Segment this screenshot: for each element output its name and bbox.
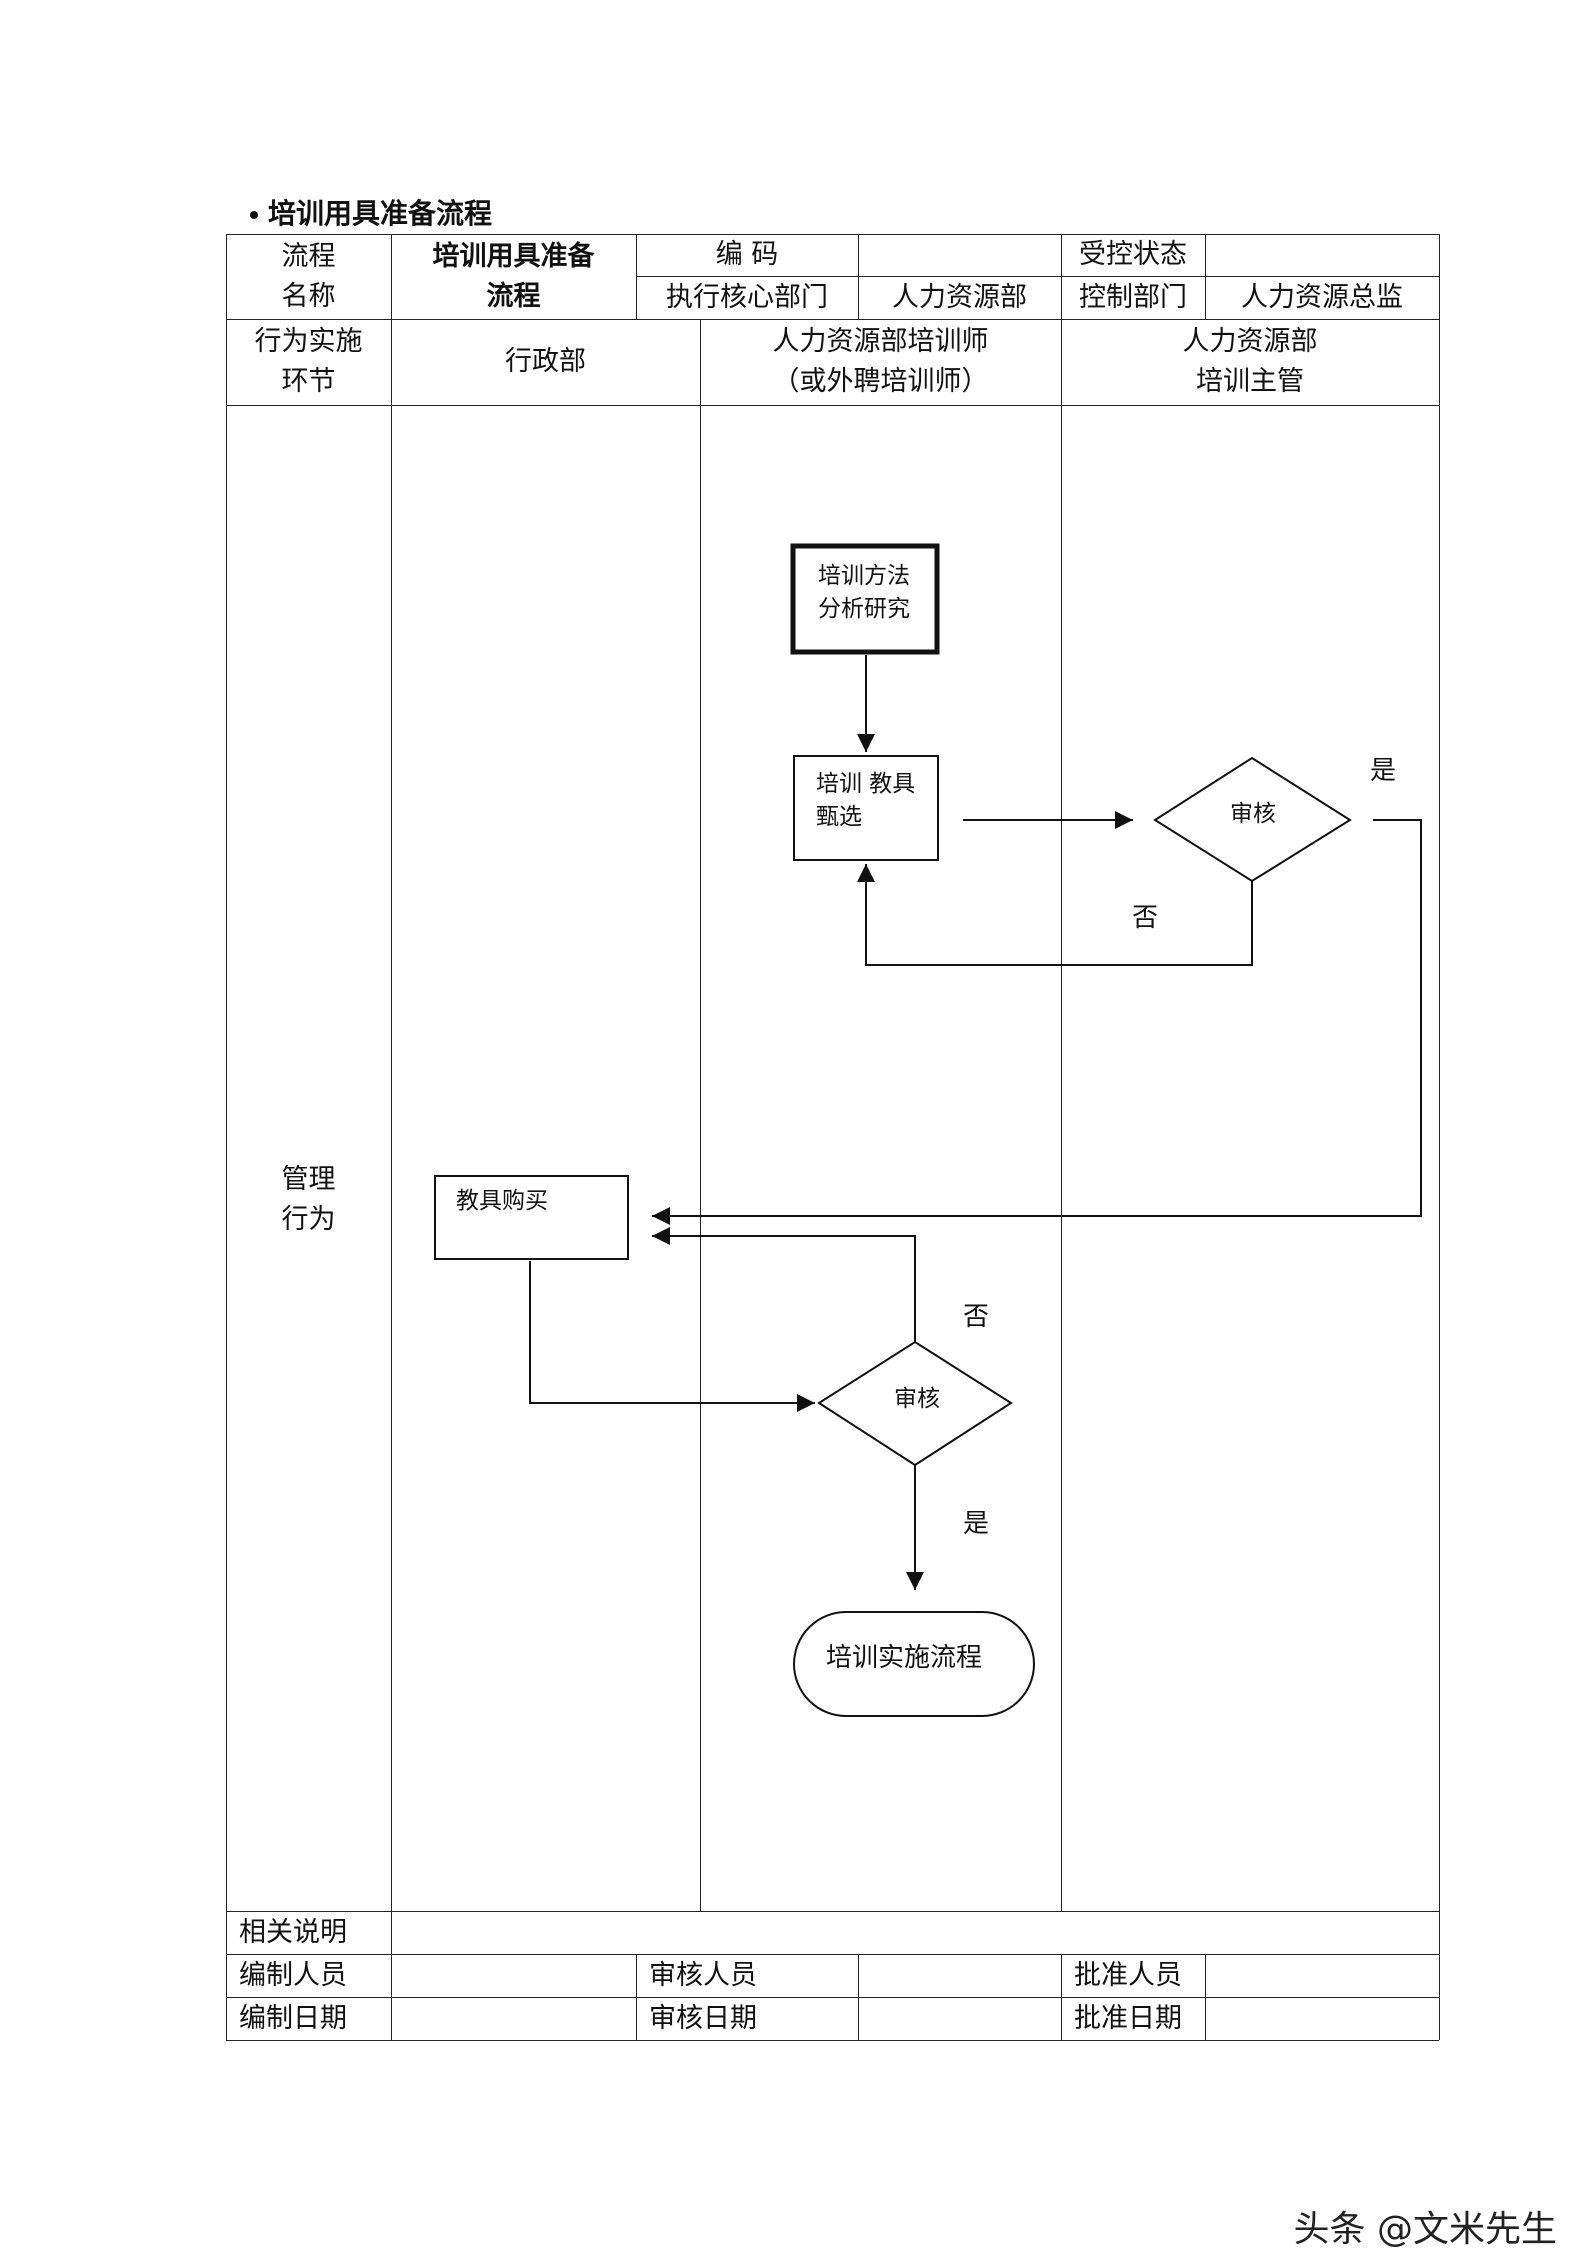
watermark: 头条 @文米先生	[1293, 2209, 1557, 2250]
yes-label-2: 是	[963, 1509, 990, 1539]
approved-by-value[interactable]	[1205, 1954, 1439, 1997]
prepared-date-value[interactable]	[391, 1997, 636, 2040]
page-title: 培训用具准备流程	[250, 192, 492, 232]
exec-dept-label: 执行核心部门	[666, 281, 828, 313]
arrow-review2-no-back	[652, 1227, 916, 1342]
review2-label: 审核	[894, 1386, 940, 1412]
control-dept-value: 人力资源总监	[1241, 281, 1403, 313]
controlled-status-label: 受控状态	[1079, 239, 1187, 270]
exec-dept-value: 人力资源部	[892, 281, 1027, 313]
bullet-icon	[250, 211, 258, 219]
select-node-label: 培训 教具 甄选	[816, 771, 916, 830]
arrow-review-yes-purchase	[652, 819, 1422, 1225]
arrow-purchase-to-review	[529, 1261, 815, 1412]
purchase-node-label: 教具购买	[456, 1188, 548, 1214]
lane-supervisor: 人力资源部 培训主管	[1182, 326, 1318, 397]
control-dept-label: 控制部门	[1079, 281, 1187, 313]
page-title-text: 培训用具准备流程	[268, 197, 493, 230]
start-node[interactable]	[790, 543, 940, 655]
approved-date-label: 批准日期	[1074, 2002, 1182, 2034]
select-node[interactable]	[793, 755, 939, 861]
no-label-1: 否	[1132, 903, 1159, 933]
reviewed-date-value[interactable]	[858, 1997, 1061, 2040]
prepared-date-label: 编制日期	[239, 2002, 347, 2034]
lane-trainer: 人力资源部培训师 （或外聘培训师）	[772, 326, 989, 397]
approved-by-label: 批准人员	[1074, 1959, 1182, 1991]
lane-admin: 行政部	[505, 346, 586, 377]
lane-row-label: 行为实施 环节	[254, 326, 363, 397]
notes-value[interactable]	[391, 1911, 1439, 1954]
yes-label-1: 是	[1370, 756, 1397, 786]
process-name-label: 流程 名称	[281, 240, 336, 312]
notes-label: 相关说明	[239, 1916, 347, 1948]
prepared-by-label: 编制人员	[239, 1959, 347, 1991]
prepared-by-value[interactable]	[391, 1954, 636, 1997]
reviewed-date-label: 审核日期	[649, 2002, 757, 2034]
purchase-node[interactable]	[434, 1175, 629, 1260]
end-node[interactable]	[793, 1611, 1035, 1717]
review1-label: 审核	[1230, 801, 1276, 827]
end-node-label: 培训实施流程	[826, 1643, 983, 1673]
process-name-value: 培训用具准备 流程	[432, 240, 595, 312]
body-row-label: 管理 行为	[281, 1164, 336, 1235]
start-node-label: 培训方法 分析研究	[818, 563, 910, 622]
arrow-review-no-back	[857, 864, 1253, 966]
code-label: 编 码	[715, 239, 779, 270]
reviewed-by-value[interactable]	[858, 1954, 1061, 1997]
approved-date-value[interactable]	[1205, 1997, 1439, 2040]
reviewed-by-label: 审核人员	[649, 1959, 757, 1991]
no-label-2: 否	[963, 1302, 990, 1332]
